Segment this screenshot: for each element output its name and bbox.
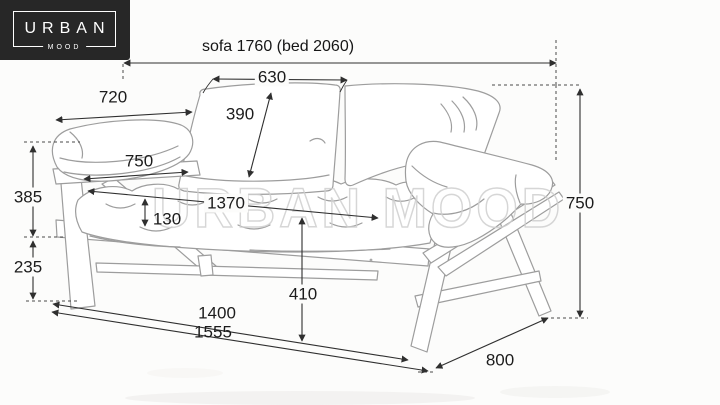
rear-left-foot (197, 254, 214, 277)
dim-label-720: 720 (98, 87, 128, 107)
dim-line-750-front (83, 168, 189, 183)
dim-label-130: 130 (152, 209, 182, 229)
left-back-crease (185, 137, 330, 182)
dim-label-750-height: 750 (562, 193, 598, 213)
dim-line-800 (435, 317, 549, 369)
dim-label-800: 800 (485, 350, 515, 370)
right-arm-cushion (404, 140, 554, 248)
dim-label-1555: 1555 (194, 322, 232, 342)
dim-label-630: 630 (254, 67, 290, 87)
dim-line-390 (247, 92, 273, 178)
brand-logo: URBAN MOOD (0, 0, 130, 60)
dim-line-1555 (51, 309, 429, 374)
floor-shadow (125, 368, 610, 405)
dim-label-1370: 1370 (204, 193, 248, 213)
dim-line-720 (55, 108, 193, 124)
brand-logo-frame: URBAN MOOD (13, 11, 116, 51)
brand-subname: MOOD (42, 44, 87, 51)
dim-leader-630 (202, 78, 348, 94)
dim-label-235: 235 (10, 257, 46, 277)
right-leg-brace (414, 270, 542, 308)
dim-label-410: 410 (285, 284, 321, 304)
rail-screw (369, 258, 373, 262)
right-arm-creases (411, 165, 521, 215)
extension-lines (24, 40, 588, 373)
dim-label-750-front: 750 (124, 151, 154, 171)
dim-label-1400: 1400 (198, 303, 236, 323)
rear-stretcher (95, 262, 379, 281)
dim-label-385: 385 (10, 187, 46, 207)
right-back-folds (440, 96, 478, 133)
brand-name: URBAN (24, 20, 111, 37)
overall-dimension-label: sofa 1760 (bed 2060) (201, 38, 355, 55)
dim-label-390: 390 (225, 104, 255, 124)
